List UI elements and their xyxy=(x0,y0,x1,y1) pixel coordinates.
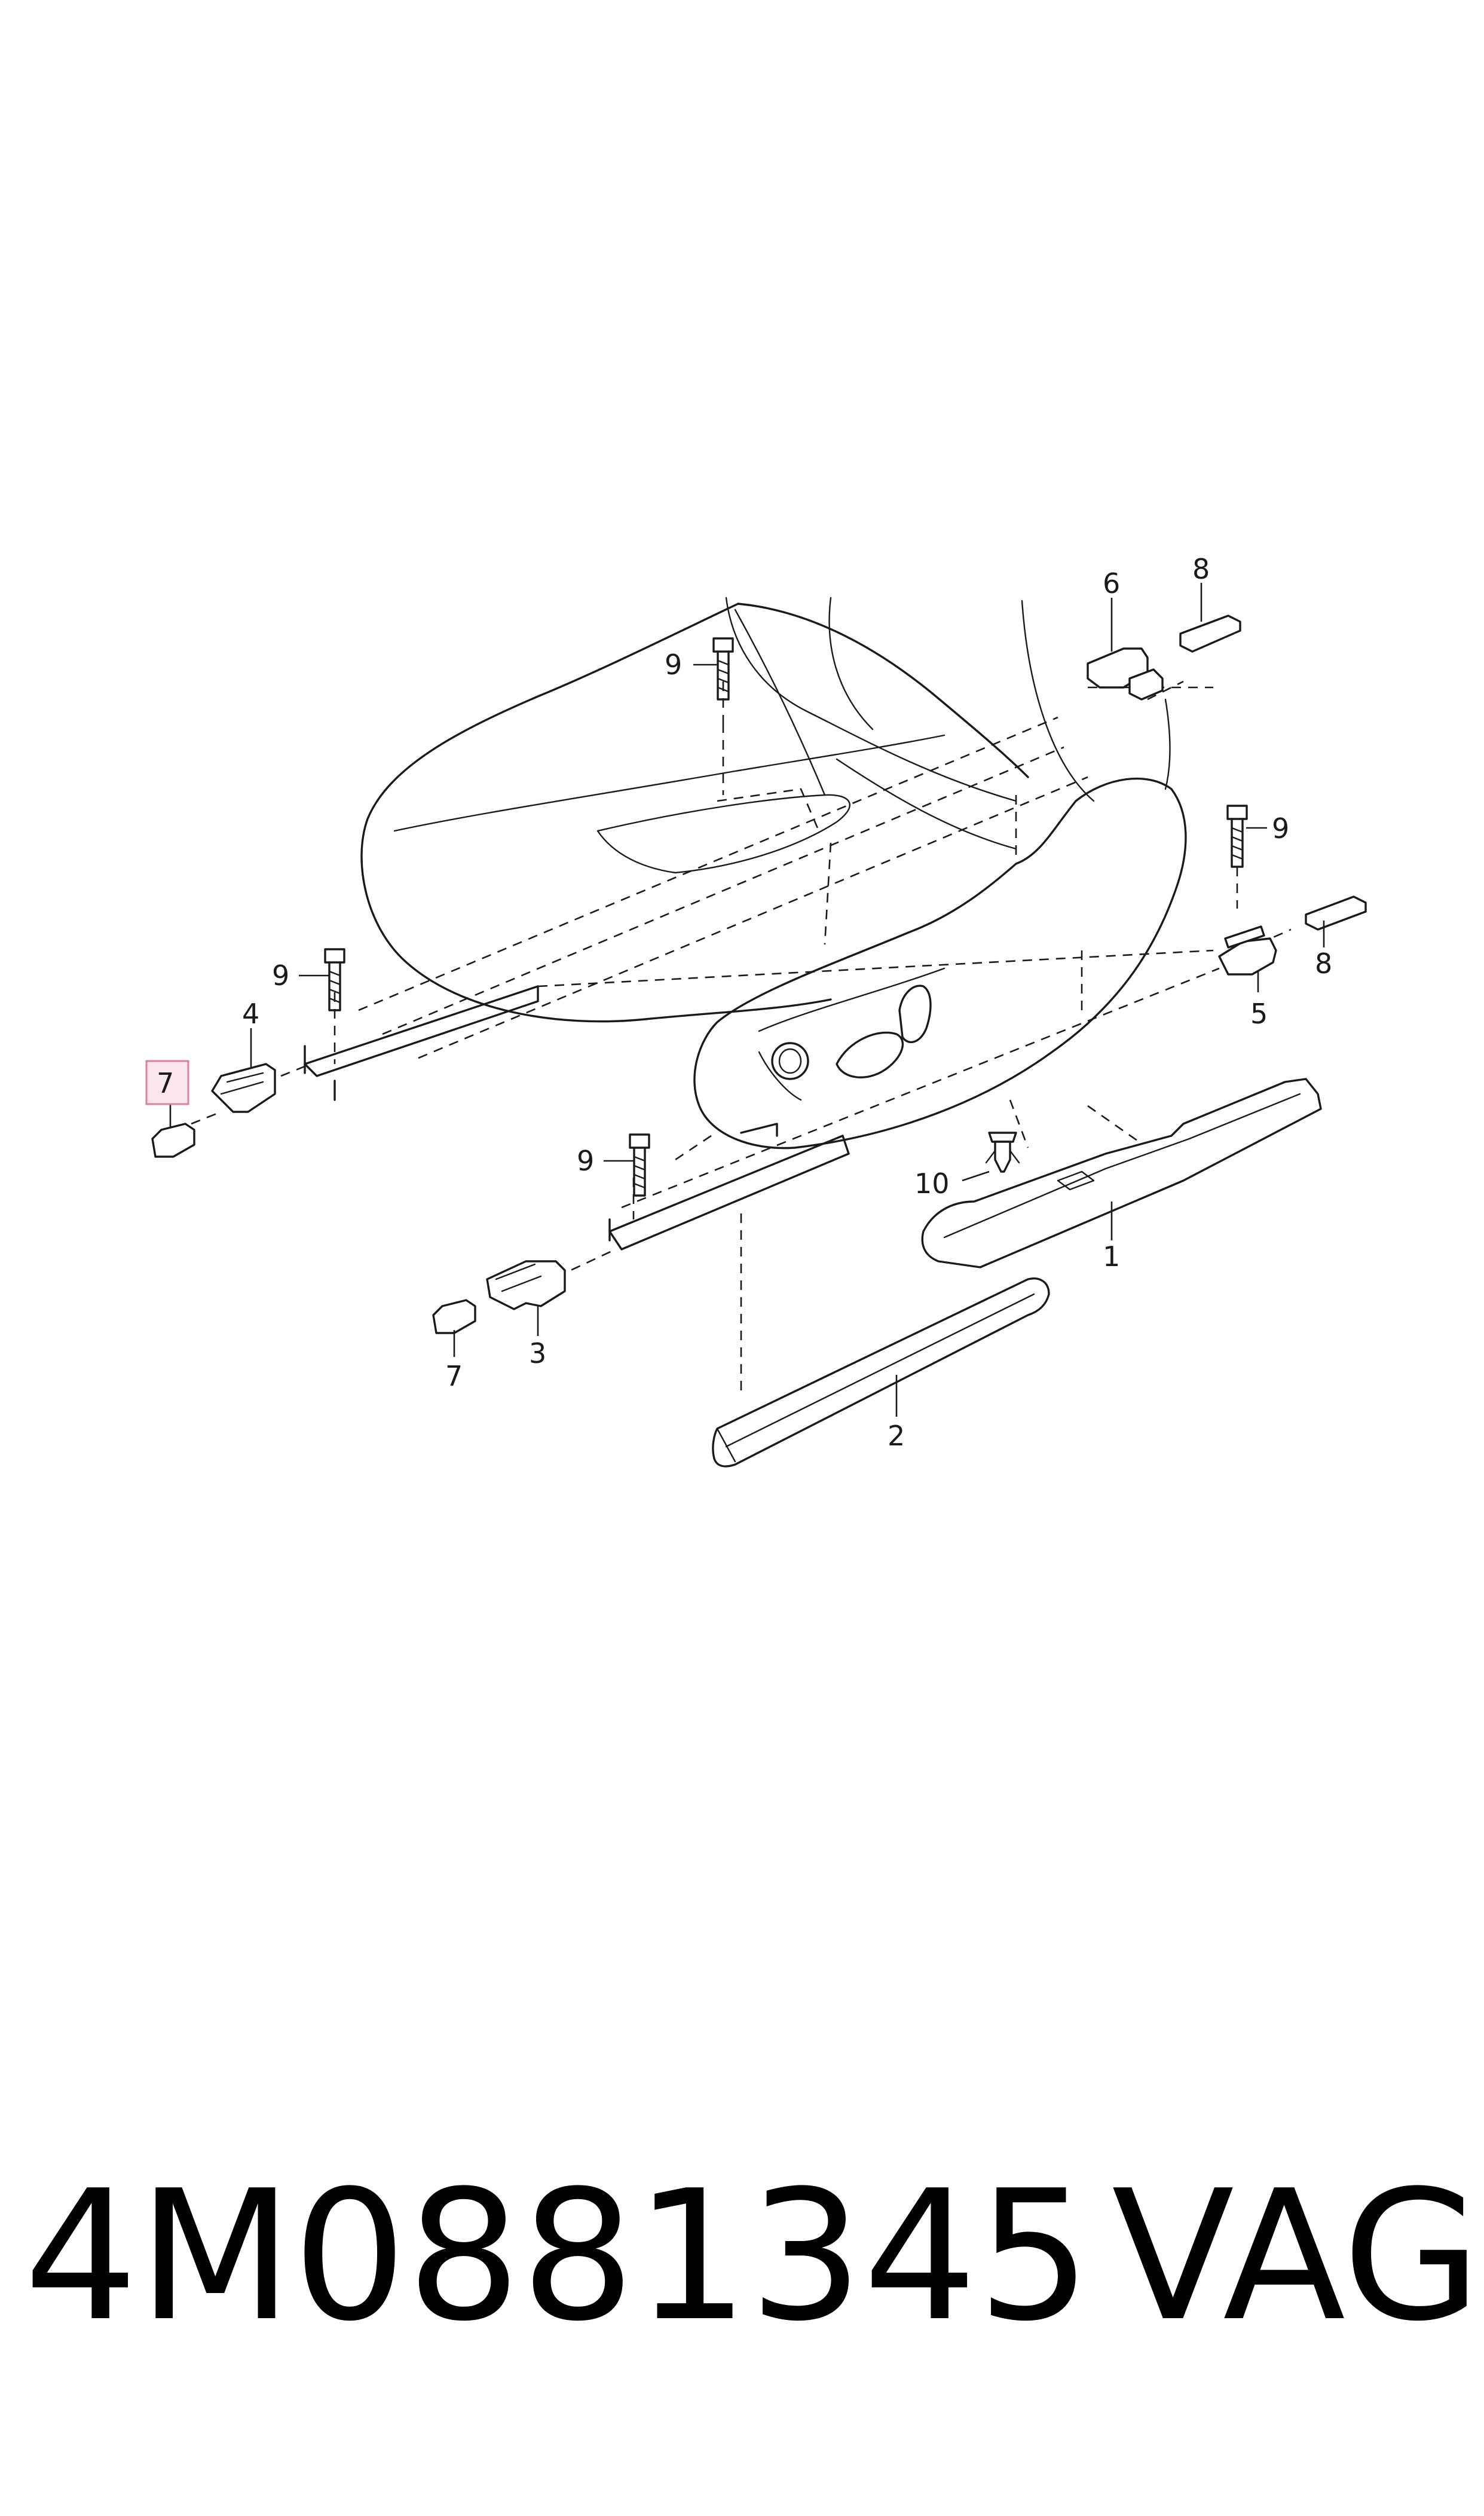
brand-name: VAG xyxy=(1112,2152,1482,2361)
callout-labels: 6 8 9 9 8 5 9 4 7 9 10 1 3 7 2 xyxy=(157,553,1332,1452)
footer: 4M0881345 VAG xyxy=(24,2152,1481,2361)
part-9-bolts xyxy=(324,637,1248,1197)
part-10-push-clip xyxy=(985,1132,1020,1173)
callout-3: 3 xyxy=(529,1337,546,1369)
part-4-clip xyxy=(211,1063,276,1113)
callout-7-front: 7 xyxy=(445,1360,463,1392)
callout-8-right: 8 xyxy=(1315,947,1332,980)
leader-lines xyxy=(169,583,1325,1417)
part-5-clip xyxy=(1218,925,1277,976)
seat-cushion xyxy=(360,597,1171,1023)
callout-7-highlight xyxy=(145,1060,189,1105)
assembly-lines xyxy=(191,680,1292,1393)
part-number: 4M0881345 xyxy=(24,2152,1091,2361)
callout-4: 4 xyxy=(242,998,259,1030)
part-8-slim-caps xyxy=(1179,615,1367,931)
callout-9-left: 9 xyxy=(272,959,289,992)
callout-6: 6 xyxy=(1103,567,1120,600)
callout-5: 5 xyxy=(1250,998,1268,1030)
callout-7-left: 7 xyxy=(157,1067,174,1099)
part-3-clip xyxy=(486,1260,566,1310)
side-switch-panel xyxy=(693,777,1187,1150)
part-2-trim-strip xyxy=(712,1277,1050,1468)
callout-1: 1 xyxy=(1103,1240,1120,1273)
seat-rails xyxy=(304,985,850,1251)
callout-8-top: 8 xyxy=(1192,553,1210,585)
callout-10: 10 xyxy=(914,1167,950,1200)
part-6-clip xyxy=(1087,647,1164,701)
callout-9-top: 9 xyxy=(665,649,682,681)
callout-9-right: 9 xyxy=(1272,812,1289,845)
part-7-end-caps xyxy=(151,1123,476,1334)
callout-2: 2 xyxy=(888,1420,905,1452)
part-1-trim-strip xyxy=(921,1078,1322,1268)
callout-9-front: 9 xyxy=(577,1145,594,1177)
